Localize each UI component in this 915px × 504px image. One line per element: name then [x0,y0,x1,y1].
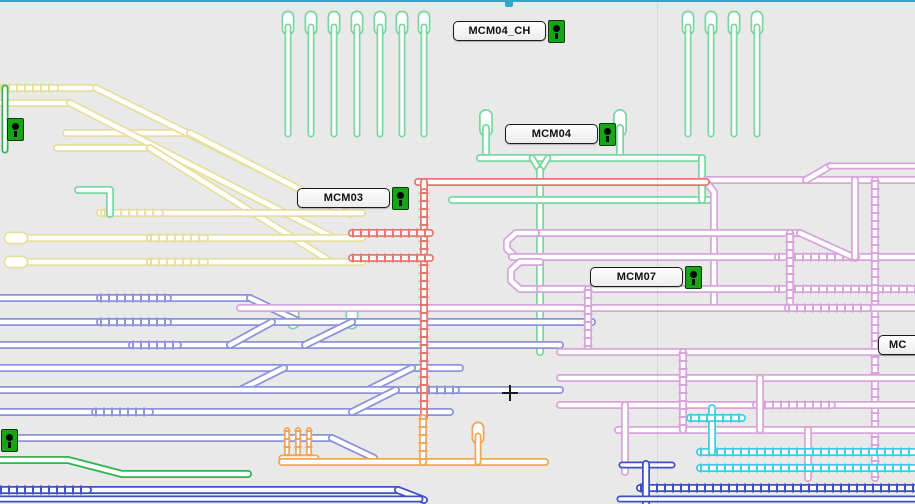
signal-mast-icon [606,135,609,142]
page-boundary-guide [657,0,658,504]
track-segment [508,259,548,292]
signal-indicator-btn-mcm04-ch[interactable] [548,20,565,43]
station-label-mcm04[interactable]: MCM04 [505,124,598,144]
top-ruler-marker[interactable] [505,0,513,7]
signal-mast-icon [399,199,402,206]
signal-lamp-icon [553,24,560,32]
signal-mast-icon [8,441,11,448]
signal-indicator-btn-left-upper[interactable] [7,118,24,141]
signal-mast-icon [555,32,558,39]
track-segment [227,319,275,348]
station-label-mcm07[interactable]: MCM07 [590,267,683,287]
signal-indicator-btn-left-lower[interactable] [1,429,18,452]
track-segment [349,387,399,415]
track-segment [803,163,833,183]
signal-indicator-btn-mcm04[interactable] [599,123,616,146]
signal-lamp-icon [690,270,697,278]
track-segment [703,179,717,311]
track-segment [797,230,858,261]
track-segment [302,319,355,348]
station-label-mcm04_ch[interactable]: MCM04_CH [453,21,546,41]
track-segment [147,145,333,264]
signal-lamp-icon [604,127,611,135]
signal-lamp-icon [397,191,404,199]
track-segment [0,457,251,477]
track-segment [75,187,113,217]
signal-lamp-icon [6,433,13,441]
signal-indicator-btn-mcm07[interactable] [685,266,702,289]
signal-mast-icon [692,278,695,285]
track-segment [329,435,377,461]
station-label-mc-right-edge[interactable]: MC [878,335,915,355]
station-label-mcm03[interactable]: MCM03 [297,188,390,208]
top-ruler-bar [0,0,915,2]
signal-indicator-btn-mcm03[interactable] [392,187,409,210]
signal-lamp-icon [12,122,19,130]
signal-mast-icon [14,130,17,137]
